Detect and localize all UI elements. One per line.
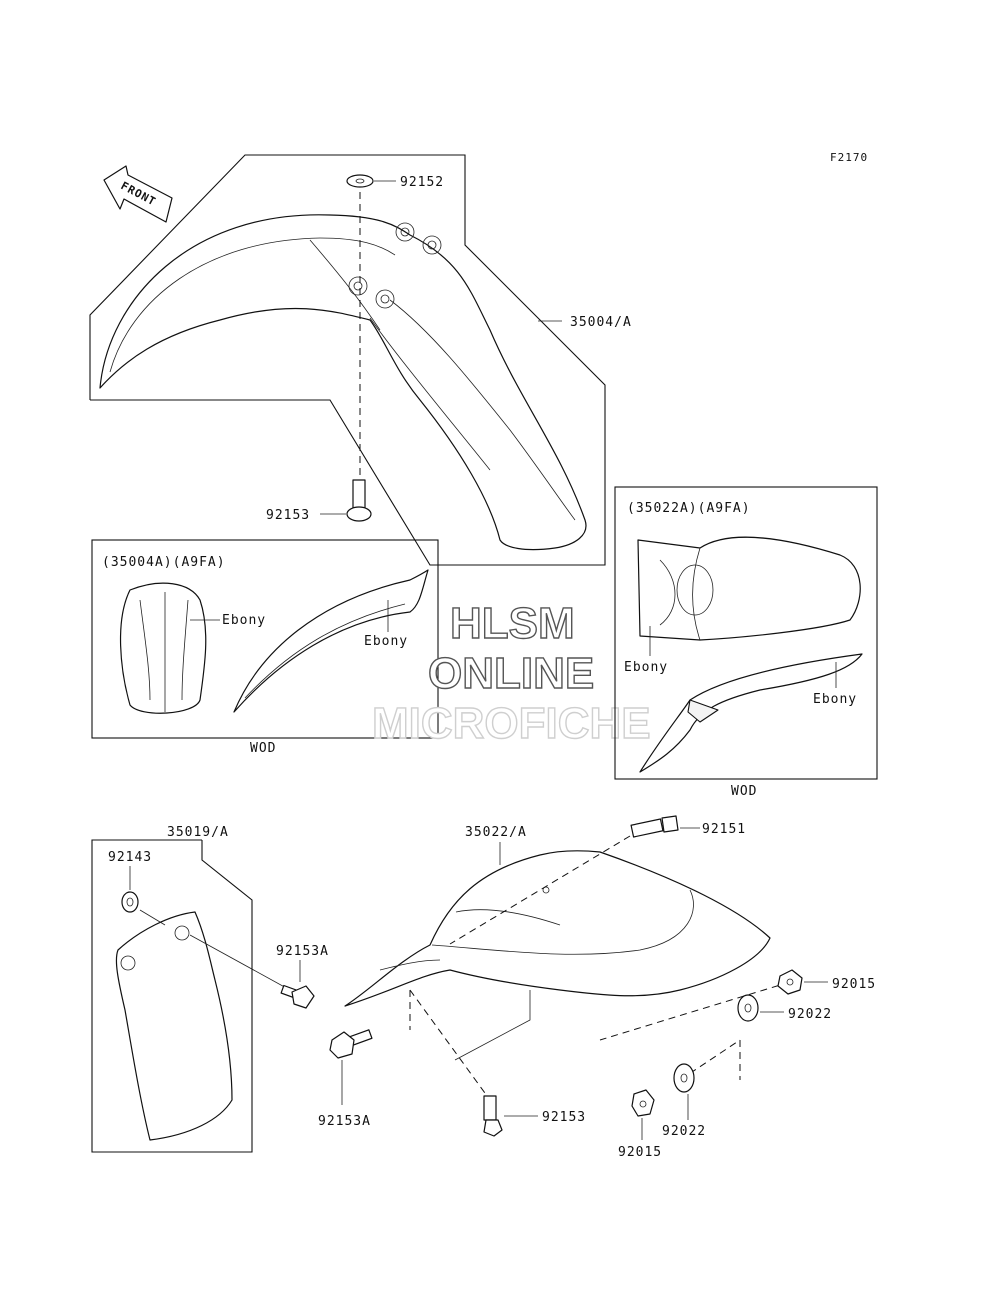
watermark-line2: ONLINE: [428, 649, 594, 698]
label-wod-2: WOD: [731, 784, 757, 799]
callout-92152: 92152: [400, 175, 444, 190]
callout-35004a-variant: (35004A)(A9FA): [102, 555, 226, 570]
bolt-92151-icon: [630, 815, 679, 838]
leader-92015-1-dash: [599, 981, 791, 1041]
variant-box-35004a: [91, 539, 439, 739]
leader-92151-dash: [449, 835, 631, 945]
front-fender-top-view: [119, 582, 207, 714]
front-fender: [99, 214, 587, 551]
label-ebony-2: Ebony: [364, 634, 408, 649]
callout-92022-1: 92022: [788, 1007, 832, 1022]
watermark: HLSM ONLINE MICROFICHE: [371, 598, 651, 748]
callout-92022-2: 92022: [662, 1124, 706, 1139]
label-ebony-1: Ebony: [222, 613, 266, 628]
rear-fender: [344, 850, 771, 1007]
front-fender-side-view: [233, 569, 429, 713]
leader-plate-bolt-2: [189, 934, 291, 991]
nut-92015-1-icon: [777, 969, 803, 995]
washer-92152-icon: [346, 174, 374, 188]
callout-35004a: 35004/A: [570, 315, 632, 330]
leader-92153-bottom-dash: [409, 989, 491, 1101]
label-wod-1: WOD: [250, 741, 276, 756]
callout-92153a-1: 92153A: [276, 944, 329, 959]
group-frame-number-plate: [91, 839, 253, 1153]
bolt-92153-bottom-icon: [483, 1095, 503, 1137]
callout-92143: 92143: [108, 850, 152, 865]
bolt-92153a-1-icon: [280, 984, 315, 1009]
front-arrow-icon: FRONT: [103, 165, 173, 223]
callout-92153-bottom: 92153: [542, 1110, 586, 1125]
rear-fender-side-view: [639, 653, 863, 773]
bolt-92153a-2-icon: [329, 1029, 373, 1059]
leader-bracket: [454, 990, 531, 1061]
callout-35019a: 35019/A: [167, 825, 229, 840]
figure-id: F2170: [830, 151, 868, 164]
label-ebony-3: Ebony: [624, 660, 668, 675]
label-ebony-4: Ebony: [813, 692, 857, 707]
washer-92022-2-icon: [673, 1063, 695, 1093]
group-frame-front-fender: [89, 154, 606, 566]
watermark-line3: MICROFICHE: [372, 699, 651, 748]
watermark-line1: HLSM: [450, 599, 575, 648]
callout-35022a: 35022/A: [465, 825, 527, 840]
callout-92015-1: 92015: [832, 977, 876, 992]
callout-35022a-variant: (35022A)(A9FA): [627, 501, 751, 516]
nut-92015-2-icon: [631, 1089, 655, 1117]
bolt-92153-top-icon: [346, 479, 372, 522]
leader-plate-bolt: [139, 909, 166, 926]
rear-fender-top-view: [637, 536, 861, 641]
callout-92151: 92151: [702, 822, 746, 837]
callout-92153-top: 92153: [266, 508, 310, 523]
variant-box-35022a: [614, 486, 878, 780]
callout-92015-2: 92015: [618, 1145, 662, 1160]
callout-92153a-2: 92153A: [318, 1114, 371, 1129]
washer-92022-1-icon: [737, 994, 759, 1022]
grommet-92143-icon: [121, 891, 139, 913]
number-plate: [115, 911, 233, 1141]
